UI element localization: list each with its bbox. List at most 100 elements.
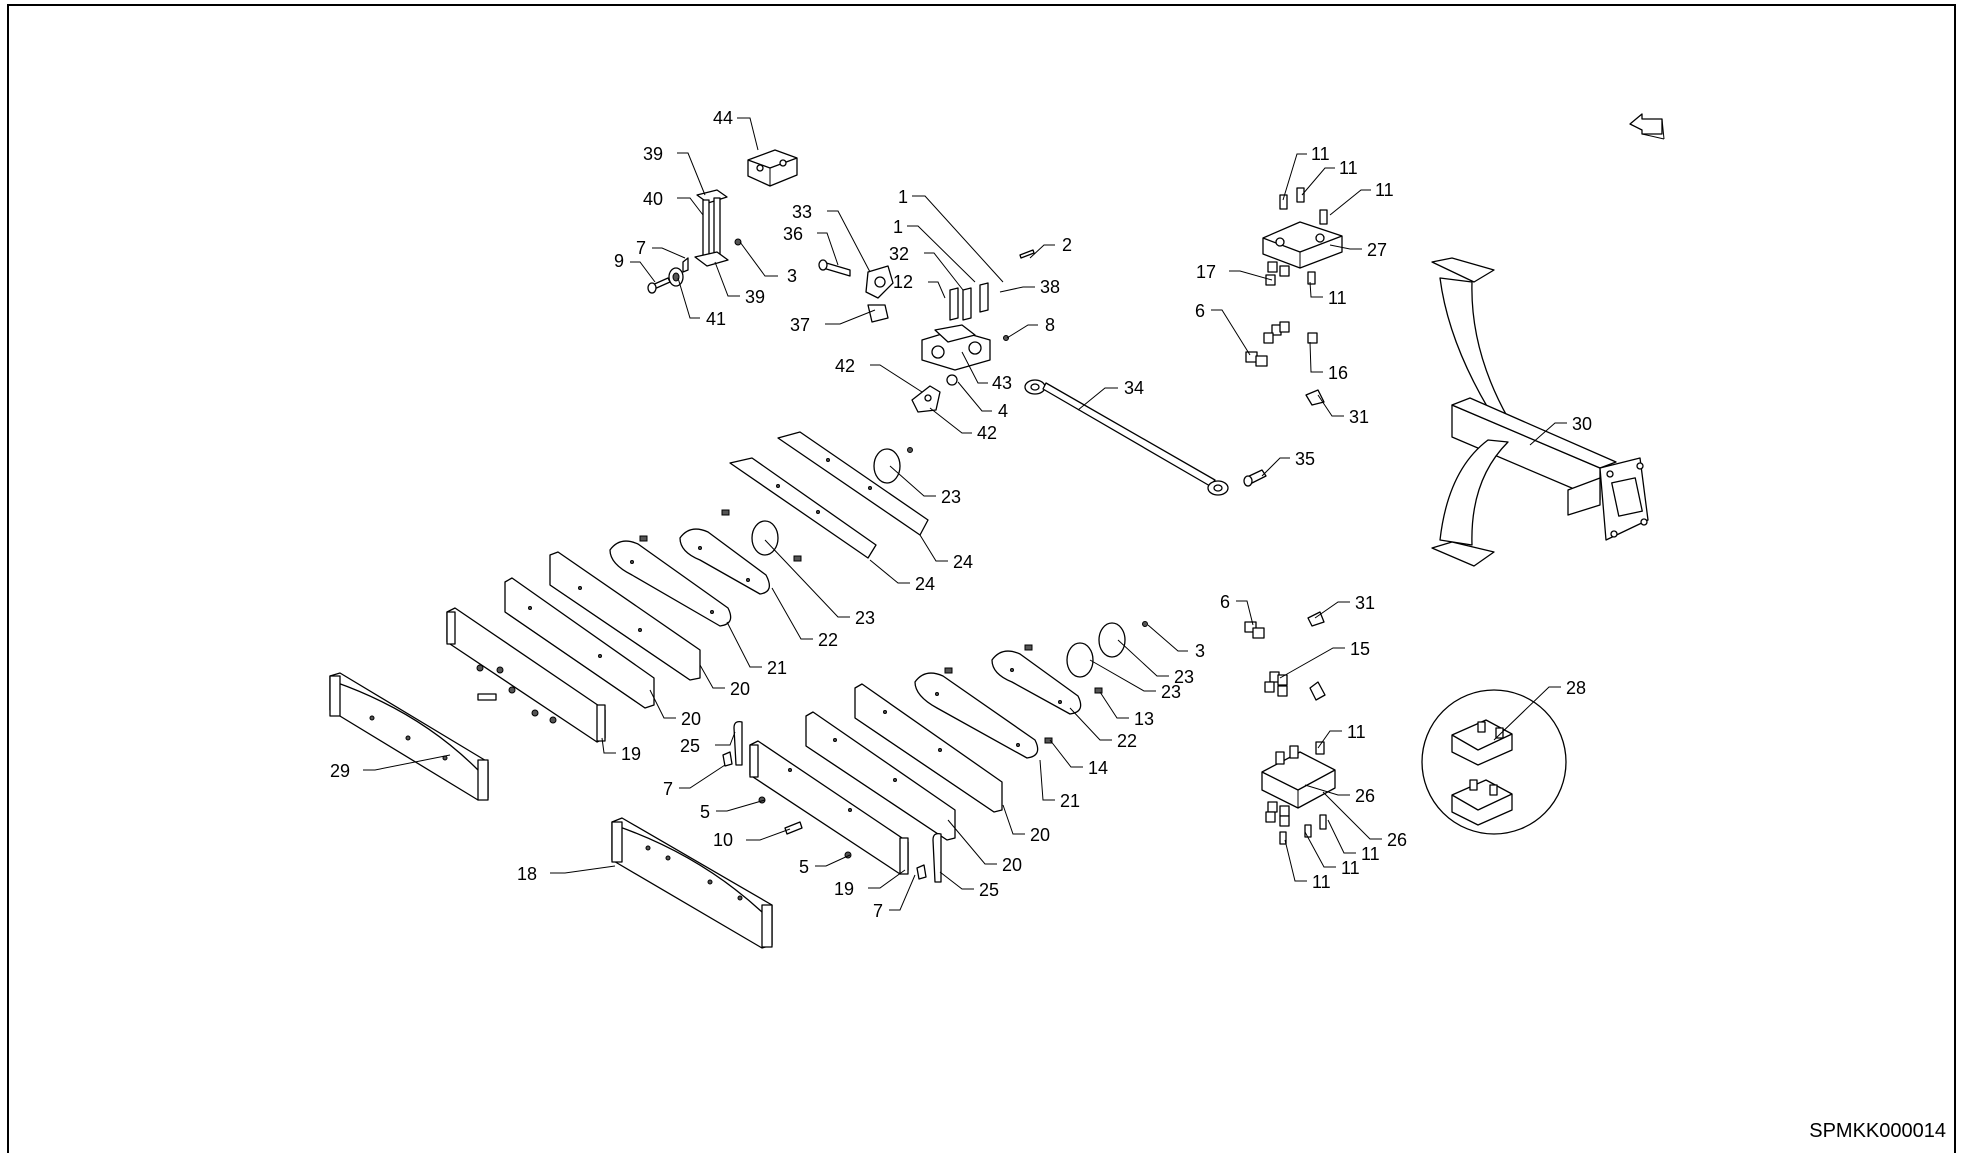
callout-number: 25 <box>680 736 700 756</box>
callout-21[interactable]: 21 <box>726 621 787 678</box>
callout-8[interactable]: 8 <box>1006 315 1055 339</box>
callout-7[interactable]: 7 <box>873 874 916 921</box>
callout-leader <box>1279 647 1345 679</box>
callout-leader <box>1317 394 1344 417</box>
callout-3[interactable]: 3 <box>1147 624 1205 661</box>
callout-leader <box>868 869 906 889</box>
callout-number: 11 <box>1341 858 1360 878</box>
callout-number: 39 <box>643 144 663 164</box>
callout-leader <box>912 195 1004 283</box>
back-arrow-icon[interactable] <box>1629 113 1665 140</box>
callout-23[interactable]: 23 <box>889 465 961 507</box>
callout-32[interactable]: 32 <box>889 244 964 291</box>
callout-11[interactable]: 11 <box>1309 281 1347 308</box>
callout-leader <box>601 737 616 754</box>
callout-26[interactable]: 26 <box>1304 784 1375 806</box>
callout-5[interactable]: 5 <box>799 854 851 877</box>
callout-number: 11 <box>1339 158 1358 178</box>
callout-7[interactable]: 7 <box>663 764 726 799</box>
callout-37[interactable]: 37 <box>790 309 876 335</box>
callout-11[interactable]: 11 <box>1327 819 1380 864</box>
callout-20[interactable]: 20 <box>947 819 1022 875</box>
callout-36[interactable]: 36 <box>783 224 839 266</box>
callout-13[interactable]: 13 <box>1099 691 1154 729</box>
callout-25[interactable]: 25 <box>939 871 999 900</box>
callout-1[interactable]: 1 <box>893 217 976 283</box>
nut-group-6-31-15-lower <box>1244 611 1326 701</box>
callout-number: 24 <box>953 552 973 572</box>
callout-leader <box>699 664 725 689</box>
callout-11[interactable]: 11 <box>1282 144 1330 201</box>
callout-number: 21 <box>767 658 787 678</box>
callout-25[interactable]: 25 <box>680 731 736 756</box>
callout-6[interactable]: 6 <box>1220 592 1254 626</box>
callout-12[interactable]: 12 <box>893 272 946 299</box>
callout-23[interactable]: 23 <box>1089 659 1181 702</box>
callout-23[interactable]: 23 <box>1117 639 1194 687</box>
callout-leader <box>726 621 762 668</box>
callout-10[interactable]: 10 <box>713 828 791 850</box>
callout-42[interactable]: 42 <box>835 356 923 393</box>
part-19-bar-lower <box>749 740 909 875</box>
callout-21[interactable]: 21 <box>1039 759 1080 811</box>
callout-7[interactable]: 7 <box>636 238 686 259</box>
callout-11[interactable]: 11 <box>1284 839 1331 892</box>
callout-28[interactable]: 28 <box>1493 678 1586 741</box>
callout-26[interactable]: 26 <box>1322 791 1407 850</box>
callout-16[interactable]: 16 <box>1309 341 1348 383</box>
callout-6[interactable]: 6 <box>1195 301 1251 356</box>
callout-9[interactable]: 9 <box>614 251 656 283</box>
callout-40[interactable]: 40 <box>643 189 704 216</box>
callout-23[interactable]: 23 <box>764 539 875 628</box>
callout-19[interactable]: 19 <box>601 737 641 764</box>
callout-11[interactable]: 11 <box>1304 831 1360 878</box>
callout-38[interactable]: 38 <box>999 277 1060 297</box>
callout-41[interactable]: 41 <box>677 277 726 329</box>
part-25-hooks <box>722 720 942 883</box>
callout-22[interactable]: 22 <box>771 587 838 650</box>
callout-35[interactable]: 35 <box>1261 449 1315 477</box>
callout-11[interactable]: 11 <box>1301 158 1358 196</box>
callout-number: 4 <box>998 401 1008 421</box>
callout-3[interactable]: 3 <box>739 241 797 286</box>
callout-4[interactable]: 4 <box>957 381 1008 421</box>
callout-leader <box>924 252 964 291</box>
callout-leader <box>1049 739 1083 768</box>
callout-34[interactable]: 34 <box>1077 378 1144 411</box>
callout-17[interactable]: 17 <box>1196 262 1273 282</box>
callout-18[interactable]: 18 <box>517 864 616 884</box>
callout-20[interactable]: 20 <box>699 664 750 699</box>
callout-leader <box>550 865 616 874</box>
callout-20[interactable]: 20 <box>649 689 701 729</box>
callout-24[interactable]: 24 <box>919 534 973 572</box>
callout-leader <box>947 819 997 865</box>
callout-15[interactable]: 15 <box>1279 639 1370 679</box>
part-43-lever <box>921 249 1035 371</box>
callout-31[interactable]: 31 <box>1314 593 1375 619</box>
callout-leader <box>1039 759 1055 801</box>
callout-29[interactable]: 29 <box>330 754 451 781</box>
callout-39[interactable]: 39 <box>643 144 706 196</box>
callout-27[interactable]: 27 <box>1329 240 1387 260</box>
callout-44[interactable]: 44 <box>713 108 759 151</box>
callout-11[interactable]: 11 <box>1317 722 1366 749</box>
callout-2[interactable]: 2 <box>1029 235 1072 259</box>
callout-33[interactable]: 33 <box>792 202 871 273</box>
callout-43[interactable]: 43 <box>961 351 1012 393</box>
callout-5[interactable]: 5 <box>700 799 766 822</box>
callout-30[interactable]: 30 <box>1529 414 1592 446</box>
callout-31[interactable]: 31 <box>1317 394 1369 427</box>
callout-1[interactable]: 1 <box>898 187 1004 283</box>
callout-24[interactable]: 24 <box>869 559 935 594</box>
callout-11[interactable]: 11 <box>1329 180 1394 216</box>
callout-20[interactable]: 20 <box>1002 804 1050 845</box>
callout-42[interactable]: 42 <box>929 407 997 443</box>
callout-19[interactable]: 19 <box>834 869 906 899</box>
callout-39[interactable]: 39 <box>714 261 765 307</box>
callout-number: 42 <box>977 423 997 443</box>
callout-22[interactable]: 22 <box>1069 707 1137 751</box>
callout-number: 10 <box>713 830 733 850</box>
callout-14[interactable]: 14 <box>1049 739 1108 778</box>
callout-leader <box>1493 686 1561 741</box>
callout-leader <box>1301 167 1335 196</box>
